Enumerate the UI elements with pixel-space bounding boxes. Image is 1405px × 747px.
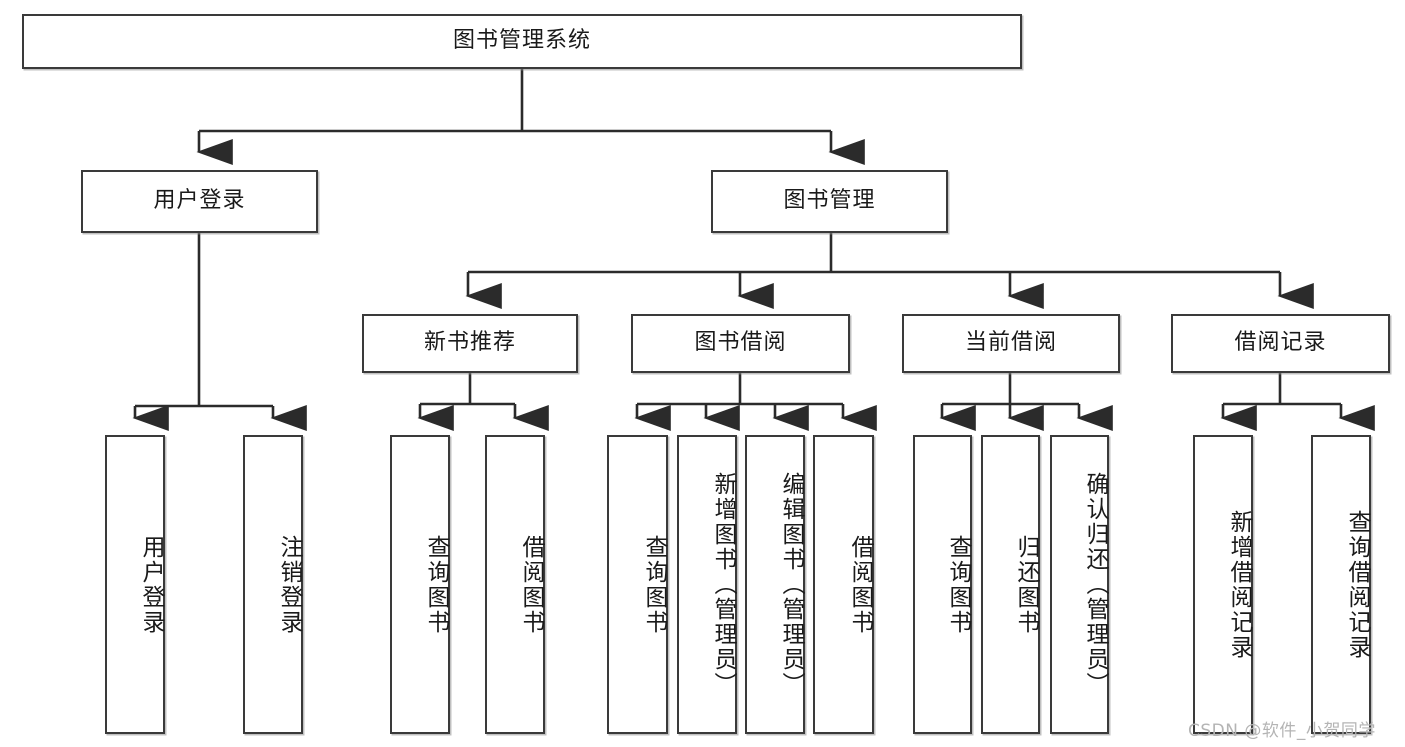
node-leaf-query-book-1[interactable]: 查询图书 (390, 435, 450, 734)
node-root[interactable]: 图书管理系统 (22, 14, 1022, 69)
node-leaf-return-book[interactable]: 归还图书 (981, 435, 1040, 734)
watermark-text: CSDN @软件_小贺同学 (1188, 721, 1376, 741)
node-book-management[interactable]: 图书管理 (711, 170, 948, 233)
node-leaf-query-record[interactable]: 查询借阅记录 (1311, 435, 1371, 734)
node-leaf-edit-book[interactable]: 编辑图书（管理员） (745, 435, 805, 734)
node-current-borrow[interactable]: 当前借阅 (902, 314, 1120, 373)
node-leaf-query-book-3[interactable]: 查询图书 (913, 435, 972, 734)
node-leaf-user-logout[interactable]: 注销登录 (243, 435, 303, 734)
node-new-book-recommend[interactable]: 新书推荐 (362, 314, 578, 373)
node-leaf-borrow-book-1[interactable]: 借阅图书 (485, 435, 545, 734)
node-leaf-confirm-return[interactable]: 确认归还（管理员） (1050, 435, 1109, 734)
node-leaf-query-book-2[interactable]: 查询图书 (607, 435, 668, 734)
node-book-borrow[interactable]: 图书借阅 (631, 314, 850, 373)
node-borrow-record[interactable]: 借阅记录 (1171, 314, 1390, 373)
node-leaf-user-login[interactable]: 用户登录 (105, 435, 165, 734)
node-leaf-borrow-book-2[interactable]: 借阅图书 (813, 435, 874, 734)
node-leaf-add-book[interactable]: 新增图书（管理员） (677, 435, 737, 734)
node-leaf-add-record[interactable]: 新增借阅记录 (1193, 435, 1253, 734)
node-user-login[interactable]: 用户登录 (81, 170, 318, 233)
